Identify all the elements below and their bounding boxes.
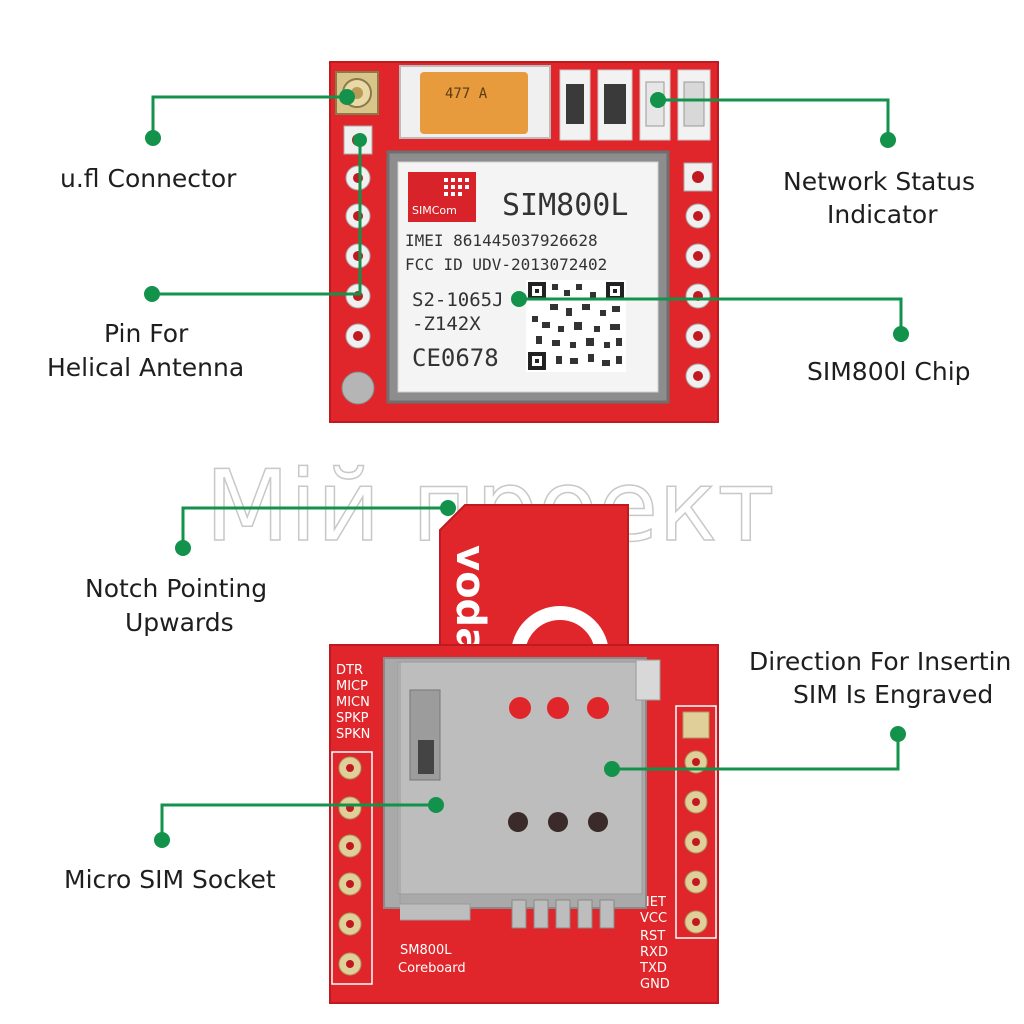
pin-label: SPKN xyxy=(336,727,370,742)
qr-code xyxy=(526,280,626,372)
smd-resistor-2-body xyxy=(604,84,626,124)
smd-resistor-1 xyxy=(559,69,591,141)
simcom-logo xyxy=(408,172,476,222)
socket-hole xyxy=(509,697,531,719)
pin-label: DTR xyxy=(336,663,363,678)
socket-contacts xyxy=(511,899,615,929)
label-network-status-line2: Indicator xyxy=(827,200,938,229)
capacitor-text: 477 A xyxy=(445,86,488,102)
label-direction-line2: SIM Is Engraved xyxy=(793,680,993,709)
callout-labels: u.fl Connector Network Status Indicator … xyxy=(47,164,1011,894)
chip-code-2: -Z142X xyxy=(412,313,481,335)
pin-label: GND xyxy=(640,977,670,992)
leader-network xyxy=(658,98,890,140)
micro-sim-socket xyxy=(383,657,661,921)
top-right-pin-header xyxy=(683,162,713,389)
pin-label: RST xyxy=(640,929,665,944)
label-notch-line1: Notch Pointing xyxy=(85,574,267,603)
pin-label: RXD xyxy=(640,945,668,960)
label-direction-line1: Direction For Insertin xyxy=(749,647,1011,676)
board-name: SM800L xyxy=(400,943,452,958)
label-helical-line2: Helical Antenna xyxy=(47,353,244,382)
pin-label: TXD xyxy=(639,961,667,976)
label-notch-line2: Upwards xyxy=(125,608,234,637)
board-subtitle: Coreboard xyxy=(398,961,466,976)
top-module: 477 A xyxy=(329,61,719,423)
socket-hole xyxy=(547,697,569,719)
socket-hole xyxy=(508,812,528,832)
label-network-status-line1: Network Status xyxy=(783,167,975,196)
mounting-hole xyxy=(341,371,375,405)
socket-tab xyxy=(635,659,661,701)
socket-latch-slot xyxy=(418,740,434,774)
label-helical-line1: Pin For xyxy=(104,319,189,348)
chip-fcc: FCC ID UDV-2013072402 xyxy=(405,255,607,274)
sim800l-chip: SIMCom SIM800L IMEI 861445037926628 FCC … xyxy=(386,150,670,404)
bottom-right-pin-header xyxy=(675,705,717,939)
pin-label: SPKP xyxy=(336,711,369,726)
leader-socket xyxy=(160,803,436,840)
chip-code-1: S2-1065J xyxy=(412,289,504,311)
leader-helical xyxy=(152,140,362,296)
led-2-body xyxy=(683,81,705,127)
simcom-logo-text: SIMCom xyxy=(412,204,457,217)
simcom-logo-dots xyxy=(444,178,469,196)
smd-resistor-1-body xyxy=(566,84,584,124)
bottom-left-pin-header xyxy=(331,751,373,985)
socket-hole xyxy=(588,812,608,832)
leader-chip xyxy=(519,297,903,334)
leader-direction xyxy=(612,734,900,771)
chip-imei: IMEI 861445037926628 xyxy=(405,231,598,250)
tantalum-capacitor xyxy=(420,72,528,134)
top-left-pin-header xyxy=(341,125,375,405)
pin-label: MICN xyxy=(336,695,370,710)
label-sim800l-chip: SIM800l Chip xyxy=(807,357,971,386)
leader-ufl xyxy=(151,95,347,138)
socket-hole xyxy=(587,697,609,719)
pin-label: VCC xyxy=(640,911,667,926)
pin-label: MICP xyxy=(336,679,368,694)
sim-card-brand: voda xyxy=(447,545,493,654)
leader-notch xyxy=(181,506,448,548)
bottom-left-pin-labels: DTR MICP MICN SPKP SPKN xyxy=(336,663,370,742)
bottom-module: voda DTR MICP MICN SPKP SPKN xyxy=(329,504,719,1004)
chip-model: SIM800L xyxy=(502,188,628,223)
leader-lines xyxy=(151,95,903,840)
chip-ce-mark: CE0678 xyxy=(412,344,499,372)
bottom-right-pin-labels: NET VCC RST RXD TXD GND xyxy=(639,895,670,992)
label-ufl-connector: u.fl Connector xyxy=(60,164,237,193)
socket-hole xyxy=(548,812,568,832)
label-micro-sim-socket: Micro SIM Socket xyxy=(64,865,276,894)
leader-dots xyxy=(144,89,909,848)
